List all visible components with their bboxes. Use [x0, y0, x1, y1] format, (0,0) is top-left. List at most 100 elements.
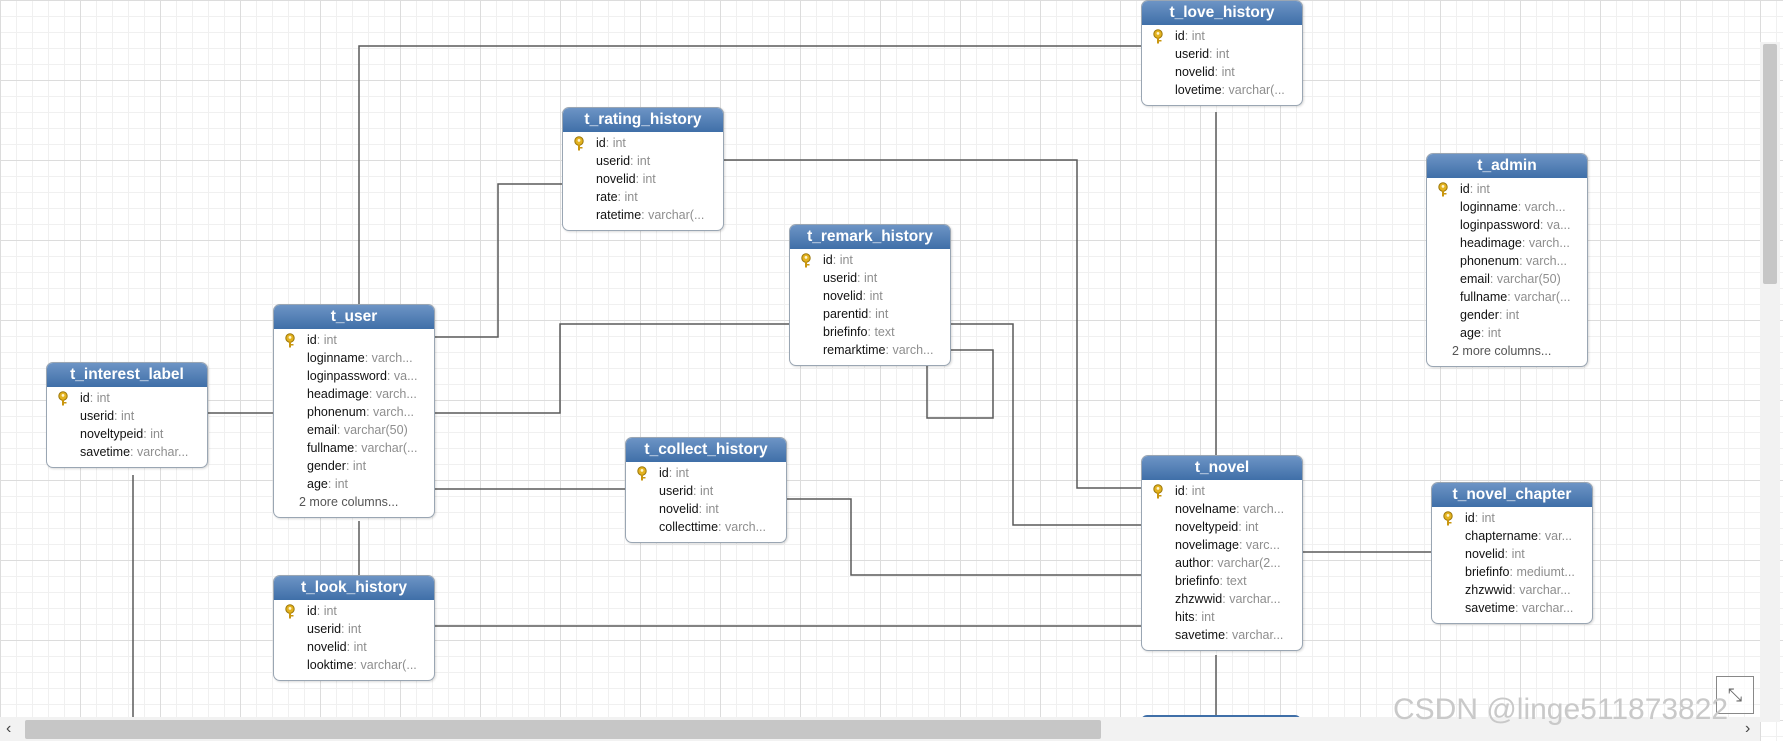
field-row[interactable]: savetime: varchar... — [47, 443, 207, 461]
entity-title[interactable]: t_admin — [1427, 154, 1587, 178]
entity-title[interactable]: t_user — [274, 305, 434, 329]
field-row[interactable]: id: int — [790, 251, 950, 269]
scroll-left-button[interactable]: ‹ — [6, 720, 12, 737]
field-row[interactable]: fullname: varchar(... — [274, 439, 434, 457]
field-row[interactable]: id: int — [626, 464, 786, 482]
field-row[interactable]: noveltypeid: int — [47, 425, 207, 443]
field-row[interactable]: userid: int — [626, 482, 786, 500]
field-row[interactable]: rate: int — [563, 188, 723, 206]
field-row[interactable]: age: int — [274, 475, 434, 493]
field-row[interactable]: looktime: varchar(... — [274, 656, 434, 674]
field-row[interactable]: briefinfo: text — [790, 323, 950, 341]
field-row[interactable]: userid: int — [274, 620, 434, 638]
field-row[interactable]: novelid: int — [563, 170, 723, 188]
primary-key-icon — [283, 333, 297, 348]
field-row[interactable]: headimage: varch... — [274, 385, 434, 403]
field-row[interactable]: chaptername: var... — [1432, 527, 1592, 545]
field-row[interactable]: id: int — [1142, 482, 1302, 500]
scroll-right-button[interactable]: › — [1745, 720, 1751, 737]
field-row[interactable]: ratetime: varchar(... — [563, 206, 723, 224]
field-row[interactable]: headimage: varch... — [1427, 234, 1587, 252]
field-row[interactable]: id: int — [563, 134, 723, 152]
entity-title[interactable]: t_look_history — [274, 576, 434, 600]
field-type: mediumt... — [1516, 565, 1575, 579]
primary-key-icon — [283, 604, 297, 619]
field-separator: : — [114, 409, 121, 423]
field-name: noveltypeid — [80, 427, 144, 441]
field-row[interactable]: novelid: int — [1432, 545, 1592, 563]
field-row[interactable]: briefinfo: mediumt... — [1432, 563, 1592, 581]
entity-title[interactable]: t_novel — [1142, 456, 1302, 480]
field-row[interactable]: gender: int — [274, 457, 434, 475]
field-row[interactable]: loginname: varch... — [274, 349, 434, 367]
field-row[interactable]: userid: int — [790, 269, 950, 287]
entity-title[interactable]: t_novel_chapter — [1432, 483, 1592, 507]
field-row[interactable]: savetime: varchar... — [1142, 626, 1302, 644]
field-type: varchar... — [1231, 628, 1284, 642]
field-row[interactable]: loginpassword: va... — [1427, 216, 1587, 234]
field-row[interactable]: loginpassword: va... — [274, 367, 434, 385]
field-type: int — [1221, 65, 1235, 79]
field-row[interactable]: id: int — [47, 389, 207, 407]
field-row[interactable]: phonenum: varch... — [274, 403, 434, 421]
field-row[interactable]: id: int — [1432, 509, 1592, 527]
field-row[interactable]: novelid: int — [790, 287, 950, 305]
entity-title[interactable]: t_remark_history — [790, 225, 950, 249]
field-row[interactable]: novelid: int — [274, 638, 434, 656]
field-name: userid — [307, 622, 342, 636]
field-row[interactable]: id: int — [1142, 27, 1302, 45]
field-name: fullname — [1460, 290, 1508, 304]
field-row[interactable]: lovetime: varchar(... — [1142, 81, 1302, 99]
field-row[interactable]: id: int — [274, 602, 434, 620]
more-columns-link[interactable]: 2 more columns... — [299, 495, 399, 509]
more-columns-link[interactable]: 2 more columns... — [1452, 344, 1552, 358]
field-row[interactable]: age: int — [1427, 324, 1587, 342]
field-row[interactable]: novelimage: varc... — [1142, 536, 1302, 554]
field-row[interactable]: briefinfo: text — [1142, 572, 1302, 590]
field-row[interactable]: phonenum: varch... — [1427, 252, 1587, 270]
field-name: id — [1175, 484, 1185, 498]
field-row[interactable]: hits: int — [1142, 608, 1302, 626]
field-row[interactable]: fullname: varchar(... — [1427, 288, 1587, 306]
entity-title[interactable]: t_love_history — [1142, 1, 1302, 25]
entity-title[interactable]: t_rating_history — [563, 108, 723, 132]
field-row[interactable]: parentid: int — [790, 305, 950, 323]
field-row[interactable]: novelid: int — [626, 500, 786, 518]
field-row[interactable]: savetime: varchar... — [1432, 599, 1592, 617]
field-row[interactable]: noveltypeid: int — [1142, 518, 1302, 536]
field-row[interactable]: email: varchar(50) — [1427, 270, 1587, 288]
field-name: age — [307, 477, 328, 491]
field-row[interactable]: id: int — [274, 331, 434, 349]
field-row[interactable]: loginname: varch... — [1427, 198, 1587, 216]
field-row[interactable]: email: varchar(50) — [274, 421, 434, 439]
field-row[interactable]: collecttime: varch... — [626, 518, 786, 536]
field-row[interactable]: novelname: varch... — [1142, 500, 1302, 518]
field-row[interactable]: gender: int — [1427, 306, 1587, 324]
resize-handle-icon[interactable]: ⤡ — [1716, 676, 1754, 714]
field-row[interactable]: zhzwwid: varchar... — [1432, 581, 1592, 599]
field-row[interactable]: remarktime: varch... — [790, 341, 950, 359]
field-row[interactable]: userid: int — [1142, 45, 1302, 63]
field-row[interactable]: userid: int — [47, 407, 207, 425]
field-row[interactable]: author: varchar(2... — [1142, 554, 1302, 572]
vertical-scrollbar-thumb[interactable] — [1763, 44, 1777, 284]
field-row[interactable]: id: int — [1427, 180, 1587, 198]
field-row[interactable]: novelid: int — [1142, 63, 1302, 81]
horizontal-scrollbar-thumb[interactable] — [25, 720, 1101, 739]
entity-title[interactable]: t_interest_label — [47, 363, 207, 387]
field-row[interactable]: userid: int — [563, 152, 723, 170]
field-row[interactable]: zhzwwid: varchar... — [1142, 590, 1302, 608]
entity-title[interactable]: t_collect_history — [626, 438, 786, 462]
